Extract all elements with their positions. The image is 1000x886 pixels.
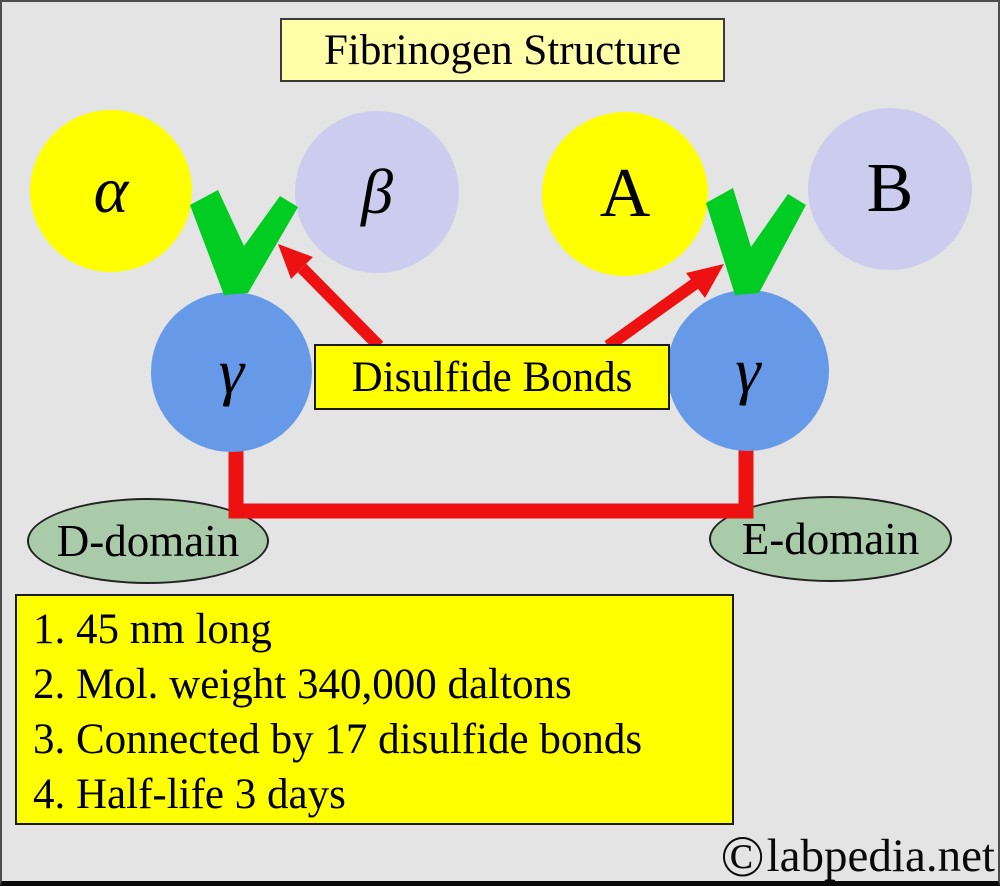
gamma-chain-right-circle: γ <box>667 290 829 451</box>
arrow-shaft-left <box>297 263 384 351</box>
fact-line-4: 4. Half-life 3 days <box>33 771 346 818</box>
a-chain-circle: A <box>542 112 708 276</box>
gamma-gamma-connector-line <box>228 420 754 519</box>
b-chain-circle: B <box>808 108 972 270</box>
facts-box: 1. 45 nm long 2. Mol. weight 340,000 dal… <box>15 594 734 825</box>
disulfide-bond-right-shape <box>706 188 806 295</box>
arrowhead-left-icon <box>278 244 313 279</box>
fact-line-2: 2. Mol. weight 340,000 daltons <box>33 661 572 708</box>
diagram-title: Fibrinogen Structure <box>323 26 682 74</box>
b-chain-label: B <box>866 150 914 227</box>
title-box: Fibrinogen Structure <box>280 18 725 82</box>
alpha-chain-circle: α <box>30 110 192 272</box>
beta-chain-label: β <box>361 156 393 227</box>
e-domain-label: E-domain <box>741 514 920 564</box>
beta-chain-circle: β <box>295 111 459 273</box>
arrowhead-right-icon <box>686 264 724 298</box>
gamma-chain-left-circle: γ <box>151 292 312 452</box>
disulfide-bonds-label: Disulfide Bonds <box>351 353 633 401</box>
gamma-chain-right-label: γ <box>735 334 761 406</box>
arrow-shaft-right <box>604 278 700 351</box>
watermark: © labpedia.net <box>720 824 995 886</box>
alpha-chain-label: α <box>93 154 129 227</box>
a-chain-label: A <box>599 155 651 232</box>
e-domain-ellipse: E-domain <box>709 496 952 582</box>
watermark-text: labpedia.net <box>766 829 995 882</box>
d-domain-label: D-domain <box>56 516 240 566</box>
fact-line-3: 3. Connected by 17 disulfide bonds <box>33 716 643 763</box>
disulfide-bond-left-shape <box>190 190 298 295</box>
gamma-chain-left-label: γ <box>218 336 245 407</box>
disulfide-bonds-label-box: Disulfide Bonds <box>314 344 670 410</box>
fact-line-1: 1. 45 nm long <box>33 606 272 653</box>
